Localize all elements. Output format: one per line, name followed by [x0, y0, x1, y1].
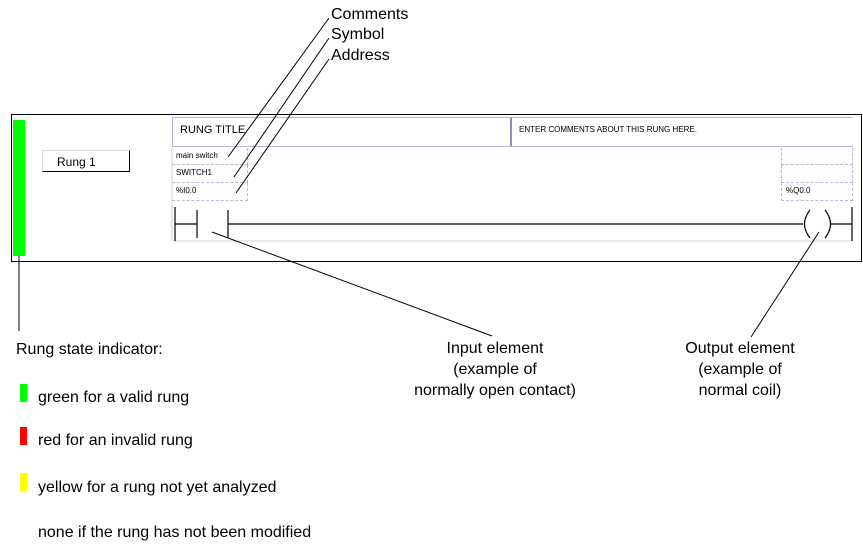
input-element-line-1: Input element: [446, 340, 544, 357]
legend-text-yellow: yellow for a rung not yet analyzed: [38, 479, 277, 496]
rung-state-indicator: [13, 120, 25, 256]
legend-text-green: green for a valid rung: [38, 389, 190, 406]
output-symbol-cell[interactable]: [781, 165, 853, 183]
input-element-annotation: Input element (example of normally open …: [390, 338, 600, 401]
output-comment-cell[interactable]: [781, 148, 853, 165]
state-indicator-title: Rung state indicator:: [16, 341, 163, 358]
rung-title-field[interactable]: RUNG TITLE: [172, 117, 512, 147]
legend-swatch-yellow: [20, 473, 27, 491]
rung-comments-field[interactable]: ENTER COMMENTS ABOUT THIS RUNG HERE.: [512, 117, 853, 147]
legend-swatch-green: [20, 384, 27, 402]
callout-symbol: Symbol: [331, 26, 385, 43]
output-element-annotation: Output element (example of normal coil): [660, 338, 820, 401]
callout-comments: Comments: [331, 6, 409, 23]
output-element-line-2: (example of: [698, 361, 782, 378]
output-element-line-3: normal coil): [698, 382, 782, 399]
callout-address: Address: [331, 47, 390, 64]
input-element-line-2: (example of: [453, 361, 537, 378]
rung-label[interactable]: Rung 1: [42, 150, 130, 172]
input-comment-cell[interactable]: main switch: [172, 148, 248, 165]
legend-text-red: red for an invalid rung: [38, 432, 193, 449]
input-symbol-cell[interactable]: SWITCH1: [172, 165, 248, 183]
output-address-cell[interactable]: %Q0.0: [781, 183, 853, 201]
legend-text-none: none if the rung has not been modified: [38, 524, 312, 541]
legend-swatch-red: [20, 427, 27, 445]
input-element-line-3: normally open contact): [414, 382, 576, 399]
input-address-cell[interactable]: %I0.0: [172, 183, 248, 201]
output-element-line-1: Output element: [685, 340, 795, 357]
